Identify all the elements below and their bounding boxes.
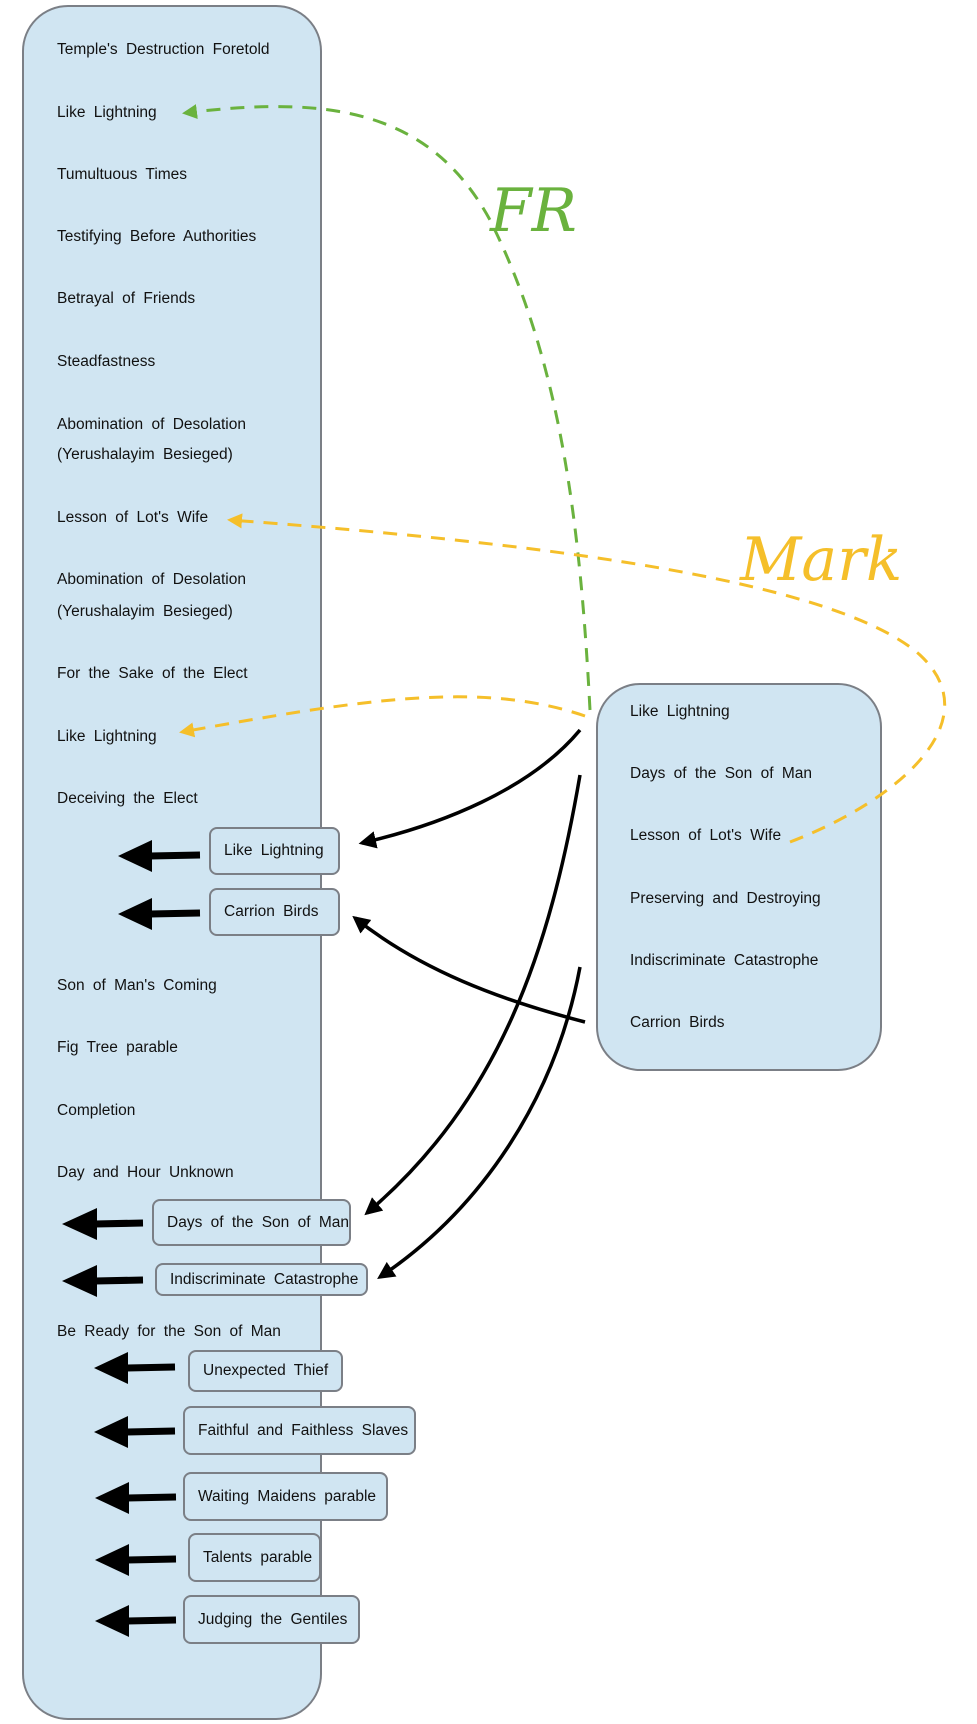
left-item-lots-wife: Lesson of Lot's Wife [57, 509, 209, 526]
left-item-completion: Completion [57, 1102, 136, 1119]
inserted-box-like-lightning: Like Lightning [209, 827, 340, 875]
inserted-box-judging-gentiles: Judging the Gentiles [183, 1595, 360, 1644]
left-item-sake-of-elect: For the Sake of the Elect [57, 665, 248, 682]
left-item-son-of-mans-coming: Son of Man's Coming [57, 977, 217, 994]
left-arrow-indiscriminate [94, 1276, 144, 1285]
left-item-testifying: Testifying Before Authorities [57, 228, 257, 245]
inserted-box-waiting-maidens: Waiting Maidens parable [183, 1472, 388, 1521]
left-arrow-head [95, 1544, 129, 1576]
left-pointer-arrows [62, 840, 201, 1637]
left-arrow-waiting-maidens [125, 1493, 177, 1502]
left-arrow-head [62, 1208, 97, 1240]
left-arrow-talents [125, 1555, 177, 1564]
left-item-betrayal: Betrayal of Friends [57, 290, 196, 307]
left-item-temples-destruction: Temple's Destruction Foretold [57, 41, 270, 58]
inserted-box-days-of-son-of-man: Days of the Son of Man [152, 1199, 351, 1246]
left-arrow-like-lightning [149, 851, 201, 860]
left-arrow-head [118, 898, 152, 930]
left-arrow-unexpected-thief [124, 1363, 176, 1372]
mark-dashed-connector-lots-wife [227, 513, 947, 844]
inserted-box-indiscriminate: Indiscriminate Catastrophe [155, 1263, 368, 1296]
right-mark-panel [596, 683, 882, 1071]
right-item-days-of-son-of-man: Days of the Son of Man [630, 765, 812, 782]
left-arrow-head [118, 840, 152, 872]
arrow-to-carrion-birds-box [352, 915, 586, 1024]
left-item-steadfastness: Steadfastness [57, 353, 156, 370]
inserted-box-faithful-slaves: Faithful and Faithless Slaves [183, 1406, 416, 1455]
left-item-deceiving-elect: Deceiving the Elect [57, 790, 198, 807]
left-arrow-judging-gentiles [125, 1616, 177, 1625]
fr-dashed-connector [182, 104, 592, 711]
left-arrow-head [94, 1352, 128, 1384]
left-arrow-head [95, 1482, 129, 1514]
left-arrow-days-of-son [94, 1219, 144, 1228]
left-item-like-lightning-2: Like Lightning [57, 728, 157, 745]
left-item-be-ready: Be Ready for the Son of Man [57, 1323, 281, 1340]
inserted-box-unexpected-thief: Unexpected Thief [188, 1350, 343, 1392]
left-item-fig-tree: Fig Tree parable [57, 1039, 178, 1056]
mark-dashed-connector-like-lightning [179, 695, 586, 738]
right-item-lots-wife: Lesson of Lot's Wife [630, 827, 782, 844]
mark-label: Mark [740, 525, 903, 595]
left-item-day-and-hour: Day and Hour Unknown [57, 1164, 234, 1181]
left-item-tumultuous-times: Tumultuous Times [57, 166, 188, 183]
right-item-carrion-birds: Carrion Birds [630, 1014, 725, 1031]
left-item-abomination-1-sub: (Yerushalayim Besieged) [57, 446, 233, 463]
right-item-like-lightning: Like Lightning [630, 703, 730, 720]
left-item-like-lightning-1: Like Lightning [57, 104, 157, 121]
left-arrow-head [94, 1416, 128, 1448]
left-arrow-head [62, 1265, 97, 1297]
inserted-box-carrion-birds: Carrion Birds [209, 888, 340, 936]
left-arrow-carrion-birds [149, 909, 201, 918]
arrow-to-like-lightning-box [358, 728, 582, 849]
left-item-abomination-1: Abomination of Desolation [57, 416, 246, 433]
left-item-abomination-2: Abomination of Desolation [57, 571, 246, 588]
fr-label: FR [490, 176, 577, 246]
arrow-to-indiscriminate-box [377, 966, 582, 1279]
inserted-box-talents: Talents parable [188, 1533, 321, 1582]
left-item-abomination-2-sub: (Yerushalayim Besieged) [57, 603, 233, 620]
left-arrow-faithful-slaves [124, 1427, 176, 1436]
left-arrow-head [95, 1605, 129, 1637]
arrow-to-days-of-son-box [364, 774, 582, 1216]
right-item-indiscriminate: Indiscriminate Catastrophe [630, 952, 819, 969]
right-item-preserving: Preserving and Destroying [630, 890, 821, 907]
